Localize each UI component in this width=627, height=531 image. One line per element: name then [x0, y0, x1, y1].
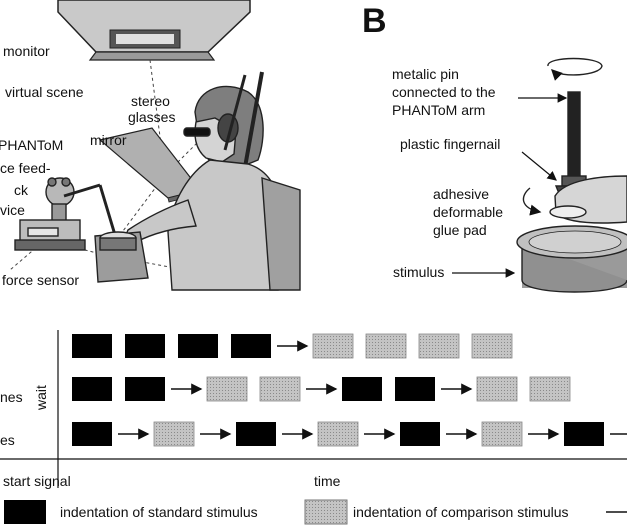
standard-stimulus-block [72, 422, 112, 446]
comparison-stimulus-block [418, 333, 460, 359]
label-stereo: stereo [131, 93, 170, 109]
panel-b-illustration [516, 57, 627, 293]
label-virtual-scene: virtual scene [5, 84, 84, 100]
standard-stimulus-block [72, 334, 112, 358]
label-force-sensor: force sensor [2, 272, 79, 288]
row-label-3: es [0, 432, 15, 448]
label-phantom-3: ck [14, 182, 29, 198]
comparison-stimulus-block [365, 333, 407, 359]
label-phantom-2: ce feed- [0, 160, 51, 176]
stimulus-cylinder [516, 225, 627, 293]
standard-stimulus-block [231, 334, 271, 358]
comparison-stimulus-block [529, 376, 571, 402]
comparison-stimulus-block [476, 376, 518, 402]
comparison-stimulus-block [481, 421, 523, 447]
wait-label: wait [33, 385, 49, 411]
person-illustration [123, 71, 301, 291]
label-glasses: glasses [128, 109, 175, 125]
label-glue-2: deformable [433, 204, 503, 220]
standard-stimulus-block [178, 334, 218, 358]
rotation-arrow-side [522, 187, 542, 216]
standard-stimulus-block [400, 422, 440, 446]
rotation-arrow-top [547, 57, 603, 81]
legend-comparison-label: indentation of comparison stimulus [353, 504, 569, 520]
comparison-stimulus-block [206, 376, 248, 402]
timeline-marks [72, 333, 627, 447]
comparison-stimulus-block [259, 376, 301, 402]
label-mirror: mirror [90, 132, 127, 148]
comparison-stimulus-block [471, 333, 513, 359]
row-label-2: nes [0, 389, 23, 405]
standard-stimulus-block [236, 422, 276, 446]
label-pin-1: metalic pin [392, 66, 459, 82]
standard-stimulus-block [125, 377, 165, 401]
legend-standard-label: indentation of standard stimulus [60, 504, 258, 520]
standard-stimulus-block [395, 377, 435, 401]
label-fingernail: plastic fingernail [400, 136, 500, 152]
monitor-illustration [57, 0, 251, 61]
standard-stimulus-block [125, 334, 165, 358]
start-signal-label: start signal [3, 473, 71, 489]
standard-stimulus-block [564, 422, 604, 446]
label-glue-1: adhesive [433, 186, 489, 202]
label-pin-2: connected to the [392, 84, 496, 100]
time-label: time [314, 473, 341, 489]
label-phantom-4: vice [0, 202, 25, 218]
standard-stimulus-block [72, 377, 112, 401]
panel-b-letter: B [362, 2, 387, 40]
panel-a-illustration [9, 0, 301, 291]
fingernail-pointer [521, 151, 557, 181]
legend-standard-swatch [4, 500, 46, 524]
label-phantom-1: PHANToM [0, 137, 63, 153]
standard-stimulus-block [342, 377, 382, 401]
force-sensor-illustration [94, 231, 149, 283]
label-monitor: monitor [3, 43, 50, 59]
comparison-stimulus-block [312, 333, 354, 359]
label-stimulus: stimulus [393, 264, 444, 280]
timeline: wait nes es start signal time [0, 330, 627, 489]
label-pin-3: PHANToM arm [392, 102, 485, 118]
comparison-stimulus-block [153, 421, 195, 447]
metal-pin [567, 91, 581, 179]
phantom-device-illustration [14, 177, 117, 251]
legend-comparison-swatch [304, 499, 348, 525]
comparison-stimulus-block [317, 421, 359, 447]
legend: indentation of standard stimulus indenta… [4, 499, 627, 525]
label-glue-3: glue pad [433, 222, 487, 238]
